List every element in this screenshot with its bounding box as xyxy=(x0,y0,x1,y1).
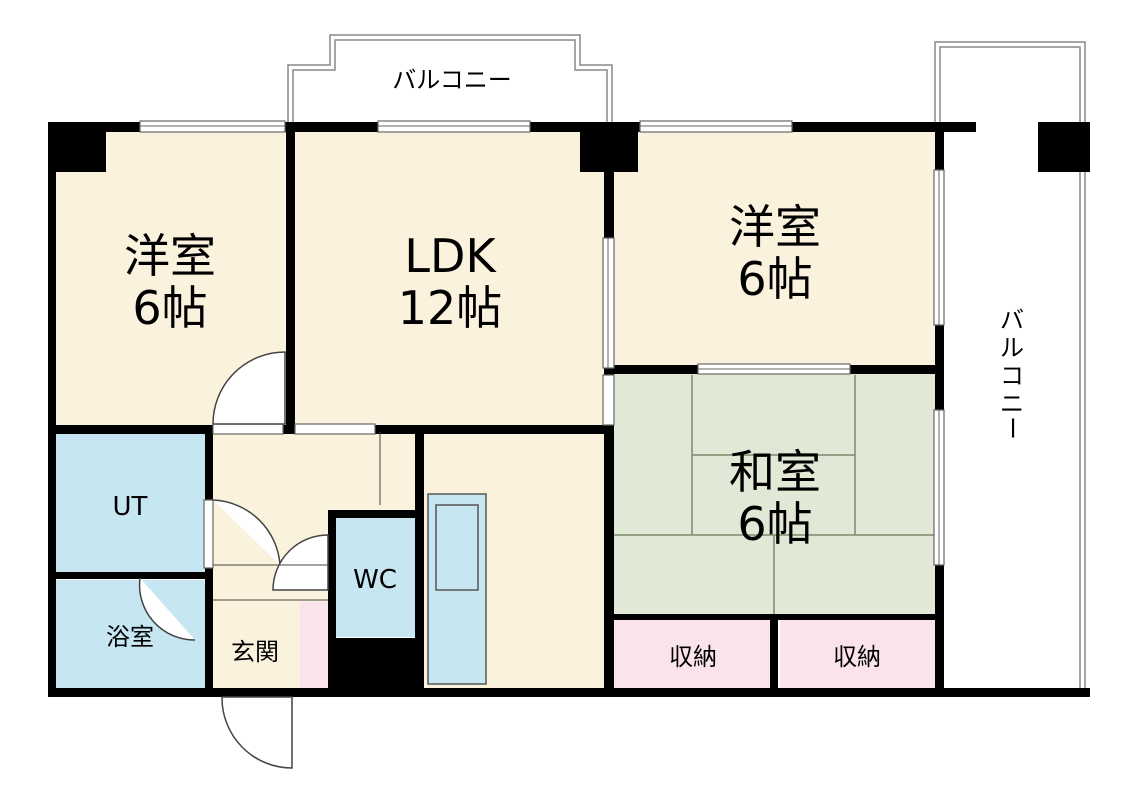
room-ldk-size: 12帖 xyxy=(398,281,503,335)
room-western-right-name: 洋室 xyxy=(729,200,821,254)
entrance-area xyxy=(210,602,300,688)
balcony-top-outline xyxy=(287,34,613,122)
storage-1-label: 収納 xyxy=(669,643,717,671)
svg-text:ー: ー xyxy=(998,416,1026,440)
kitchen-counter xyxy=(427,493,487,685)
entrance-label: 玄関 xyxy=(231,638,279,666)
room-wc-label: WC xyxy=(353,565,397,595)
tatami-lines xyxy=(614,375,935,615)
room-ut-area xyxy=(55,430,205,575)
room-western-left-size: 6帖 xyxy=(132,281,207,335)
hall-strip-area xyxy=(330,430,420,510)
room-japanese-size: 6帖 xyxy=(737,497,812,551)
svg-text:ニ: ニ xyxy=(1000,390,1024,418)
room-japanese-area xyxy=(610,370,940,620)
balcony-right-outline xyxy=(934,41,1086,692)
svg-text:バ: バ xyxy=(1000,306,1024,334)
storage-2-label: 収納 xyxy=(833,643,881,671)
room-ut-label: UT xyxy=(113,492,148,522)
balcony-right-label: バ ル コ ニ ー xyxy=(998,306,1026,440)
room-western-right-size: 6帖 xyxy=(737,252,812,306)
svg-text:コ: コ xyxy=(1000,362,1024,390)
balcony-top-label: バルコニー xyxy=(392,66,512,94)
room-japanese-name: 和室 xyxy=(729,445,821,499)
door-swings xyxy=(138,351,329,769)
room-ldk-name: LDK xyxy=(404,229,497,283)
shoe-closet-area xyxy=(300,602,328,688)
storage-2-area xyxy=(780,620,935,688)
room-western-left-name: 洋室 xyxy=(124,229,216,283)
storage-1-area xyxy=(614,620,772,688)
room-wc-area xyxy=(335,517,415,637)
kitchen-sink xyxy=(435,504,479,591)
room-bath-label: 浴室 xyxy=(106,623,154,651)
svg-text:ル: ル xyxy=(1000,334,1024,362)
room-western-right-area xyxy=(610,130,940,370)
room-ldk-area xyxy=(290,130,610,430)
